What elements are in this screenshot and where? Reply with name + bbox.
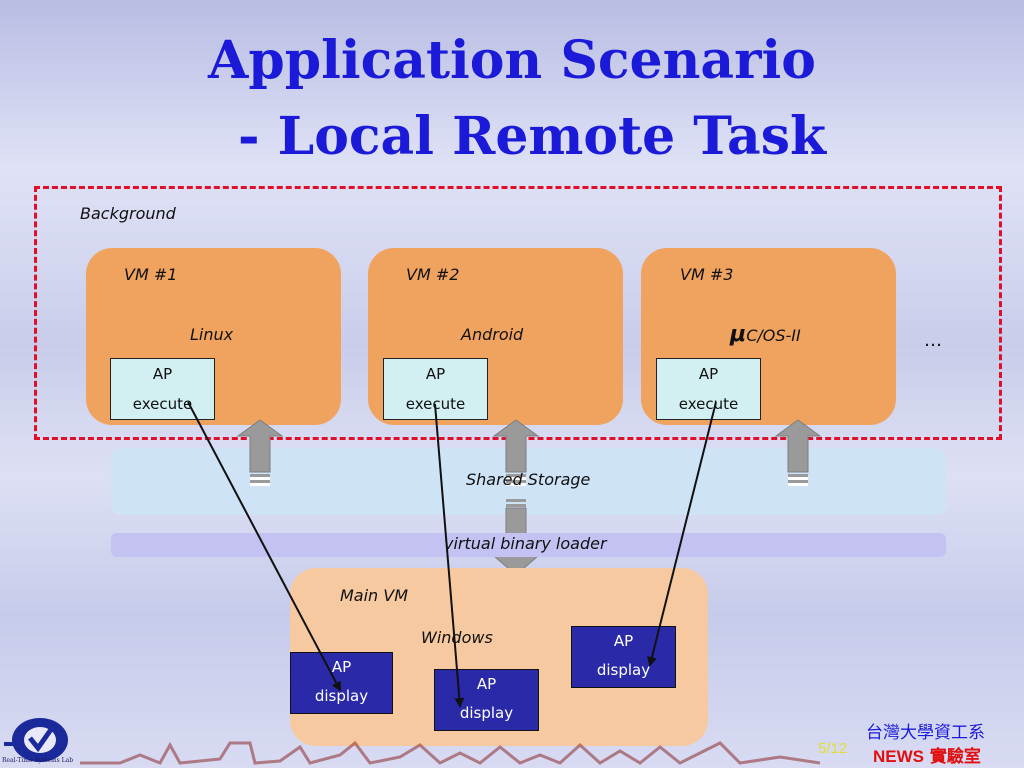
campus-skyline-decoration xyxy=(80,740,820,765)
ap-label: AP xyxy=(425,365,446,383)
ap-label: AP xyxy=(476,675,497,693)
vm-os-2: Android xyxy=(461,325,524,344)
slide-title-line2: - Local Remote Task xyxy=(237,106,827,167)
execute-label: execute xyxy=(132,395,193,413)
ellipsis: … xyxy=(924,330,942,351)
ap-display-box-1: AP display xyxy=(290,652,393,714)
org-news: NEWS xyxy=(873,747,924,766)
ap-label: AP xyxy=(152,365,173,383)
lab-logo-icon xyxy=(4,718,68,762)
vm-name-2: VM #2 xyxy=(406,265,460,284)
ap-display-box-2: AP display xyxy=(434,669,539,731)
vm-name-3: VM #3 xyxy=(680,265,734,284)
ap-execute-box-3: AP execute xyxy=(656,358,761,420)
ap-label: AP xyxy=(613,632,634,650)
ap-label: AP xyxy=(331,658,352,676)
org-name-line2: NEWS 實驗室 xyxy=(873,742,981,767)
shared-storage-label: Shared Storage xyxy=(466,470,591,489)
display-label: display xyxy=(596,661,651,679)
org-lab: 實驗室 xyxy=(929,747,981,767)
virtual-binary-loader-label: virtual binary loader xyxy=(444,534,607,553)
ap-label: AP xyxy=(698,365,719,383)
virtual-binary-loader-bar xyxy=(111,533,946,557)
main-vm-name: Main VM xyxy=(340,586,409,605)
mu-symbol: μ xyxy=(730,322,747,347)
arrow-vm2-to-display2 xyxy=(434,403,465,708)
vm-name-1: VM #1 xyxy=(124,265,178,284)
ap-display-box-3: AP display xyxy=(571,626,676,688)
arrow-vm1-to-display1 xyxy=(187,401,341,692)
vm-os-1: Linux xyxy=(190,325,234,344)
ap-execute-box-1: AP execute xyxy=(110,358,215,420)
arrow-vm3-to-display3 xyxy=(647,401,717,667)
vm-os-3-name: C/OS-II xyxy=(746,326,801,345)
main-vm-os: Windows xyxy=(421,628,493,647)
org-name-line1: 台灣大學資工系 xyxy=(866,723,985,743)
execute-label: execute xyxy=(678,395,739,413)
up-arrow-1 xyxy=(236,419,284,473)
slide-title-line1: Application Scenario xyxy=(208,30,816,91)
vm-os-3: μC/OS-II xyxy=(730,322,801,347)
page-number: 5/12 xyxy=(818,740,848,757)
up-arrow-2 xyxy=(492,419,540,473)
lab-name: Real-Time Systems Lab xyxy=(2,757,74,764)
background-label: Background xyxy=(80,204,176,223)
display-label: display xyxy=(314,687,369,705)
up-arrow-3 xyxy=(774,419,822,473)
display-label: display xyxy=(459,704,514,722)
